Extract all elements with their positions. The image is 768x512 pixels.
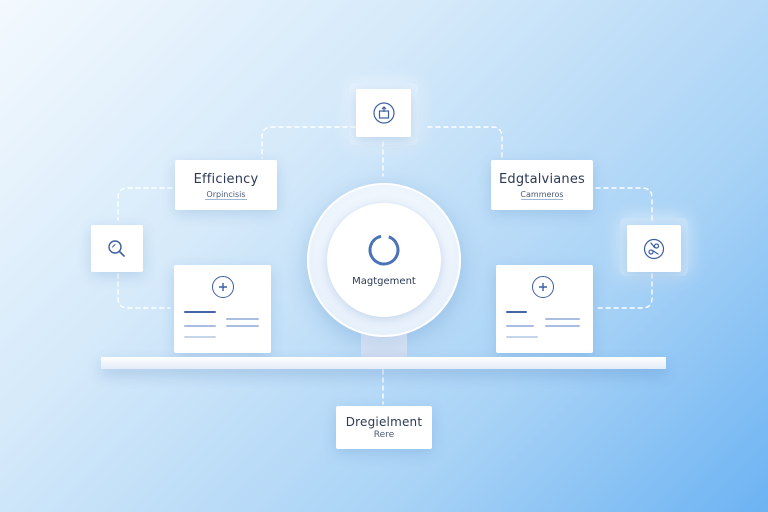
hub-stem — [361, 334, 407, 360]
efficiency-card[interactable]: Efficiency Orpincisis — [175, 160, 277, 210]
left-document-card[interactable] — [174, 265, 271, 353]
edgtalvianes-subtitle: Cammeros — [520, 190, 564, 199]
doc-line — [226, 318, 259, 320]
doc-line — [184, 325, 216, 327]
doc-line — [184, 336, 216, 338]
doc-line — [545, 325, 580, 327]
doc-line — [506, 336, 538, 338]
hub-label: Magtgement — [352, 276, 416, 287]
bottom-title: Dregielment — [345, 415, 423, 429]
efficiency-underline — [205, 199, 247, 200]
scissors-node[interactable] — [627, 225, 681, 272]
connector-top-left — [261, 126, 356, 159]
plus-icon — [532, 276, 554, 298]
box-icon — [372, 102, 395, 124]
connector-right-label-icon — [595, 187, 653, 221]
plus-icon — [212, 276, 234, 298]
top-node[interactable] — [356, 89, 411, 137]
scissors-icon — [643, 238, 665, 259]
efficiency-subtitle: Orpincisis — [206, 190, 246, 199]
connector-right-icon-doc — [597, 273, 653, 309]
connector-left-icon-doc — [117, 273, 171, 309]
doc-line — [506, 311, 527, 313]
connector-top-right — [427, 126, 503, 159]
hub-node[interactable] — [327, 203, 441, 317]
doc-line — [545, 318, 580, 320]
doc-line — [226, 325, 259, 327]
right-document-card[interactable] — [496, 265, 593, 353]
bottom-card[interactable]: Dregielment Rere — [336, 406, 432, 449]
search-node[interactable] — [91, 225, 143, 272]
base-platform — [101, 357, 666, 369]
doc-line — [184, 311, 216, 313]
connector-left-label-icon — [117, 187, 173, 221]
doc-line — [506, 325, 534, 327]
ring-icon — [368, 234, 400, 266]
edgtalvianes-title: Edgtalvianes — [498, 172, 586, 187]
search-icon — [108, 239, 125, 257]
edgtalvianes-underline — [521, 199, 563, 200]
edgtalvianes-card[interactable]: Edgtalvianes Cammeros — [491, 160, 593, 210]
bottom-subtitle: Rere — [373, 430, 395, 440]
efficiency-title: Efficiency — [193, 172, 259, 187]
